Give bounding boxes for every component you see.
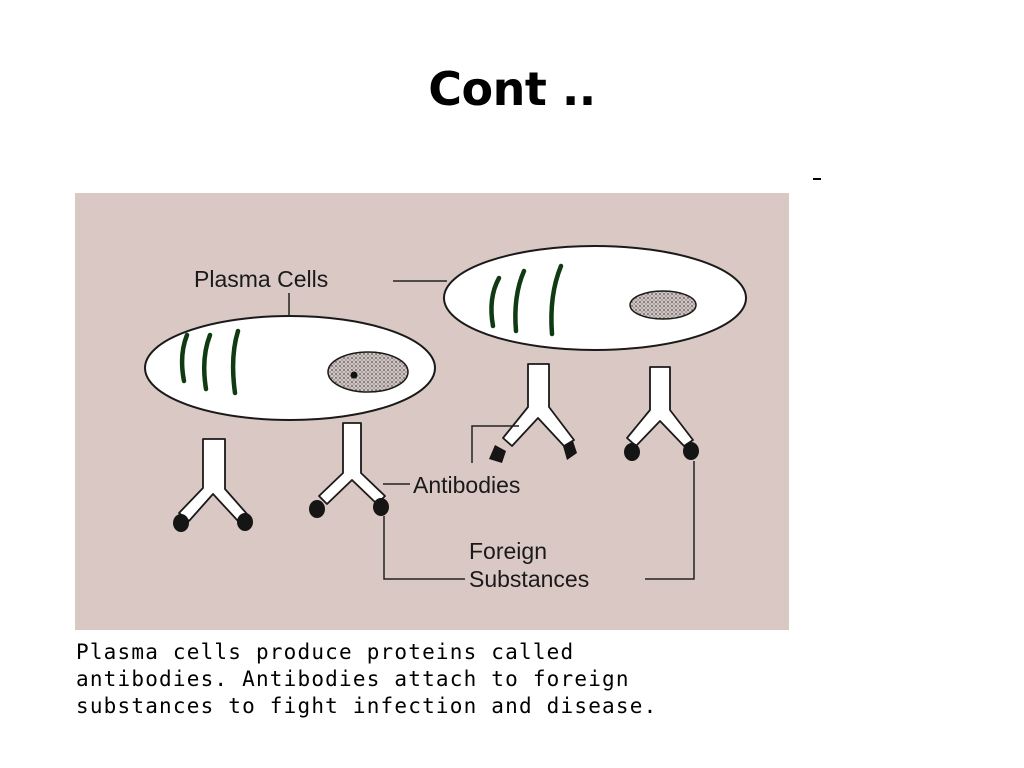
diagram-caption: Plasma cells produce proteins called ant… [76, 639, 796, 720]
granule [201, 332, 213, 392]
caption-line: antibodies. Antibodies attach to foreign [76, 667, 630, 691]
plasma-cell-right [443, 245, 747, 351]
label-plasma-cells: Plasma Cells [194, 266, 328, 292]
label-foreign: Foreign [469, 538, 547, 564]
antibody [173, 438, 253, 532]
antibody [489, 363, 577, 463]
label-substances: Substances [469, 566, 589, 592]
nucleolus [350, 371, 358, 379]
antibody [624, 366, 699, 461]
granule [513, 268, 527, 334]
leader-line [383, 516, 465, 580]
nucleus [629, 290, 697, 320]
stray-dash-mark [813, 178, 821, 180]
nucleus [327, 351, 409, 393]
plasma-cell-diagram: Plasma Cells Antibodies Foreign Substanc… [75, 193, 789, 630]
leader-line [471, 425, 519, 463]
diagram-svg: Plasma Cells Antibodies Foreign Substanc… [144, 245, 747, 592]
leader-line [645, 461, 695, 580]
antibody [309, 422, 389, 518]
caption-line: Plasma cells produce proteins called [76, 640, 575, 664]
plasma-cell-left [144, 315, 436, 421]
label-antibodies: Antibodies [413, 472, 520, 498]
granule [179, 332, 190, 384]
granule [549, 263, 564, 337]
caption-line: substances to fight infection and diseas… [76, 694, 658, 718]
granule [230, 328, 241, 396]
slide-title: Cont .. [428, 62, 596, 116]
granule [489, 275, 502, 329]
